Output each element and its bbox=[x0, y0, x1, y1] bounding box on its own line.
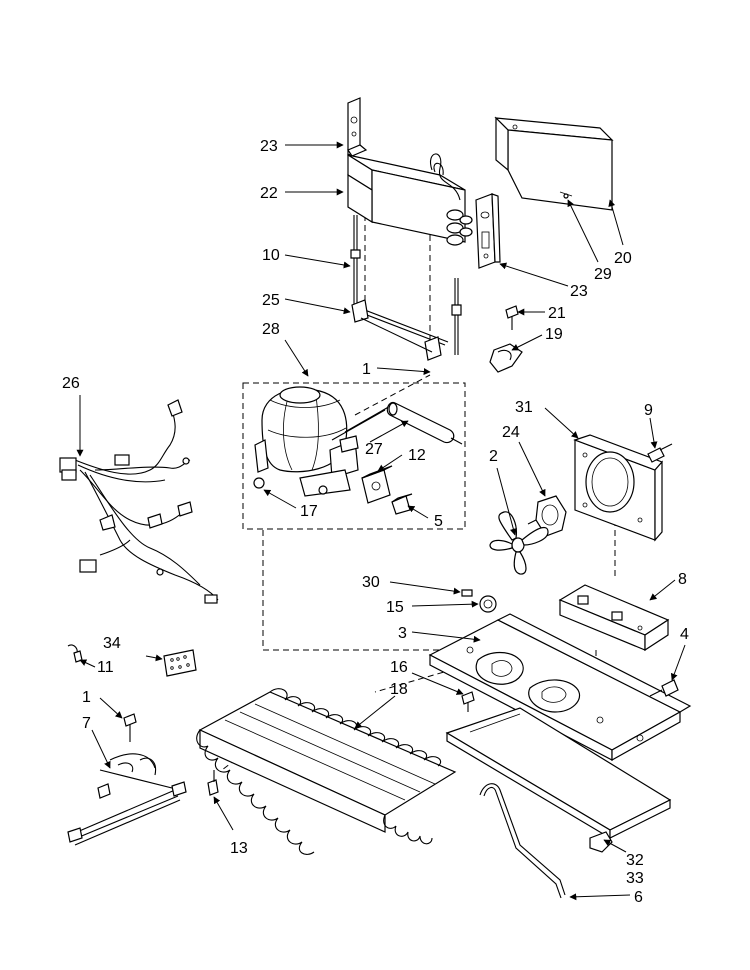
callout-6: 6 bbox=[634, 889, 643, 906]
grommet-15 bbox=[479, 595, 497, 613]
screw-lower bbox=[123, 713, 137, 742]
screw-and-clip bbox=[489, 305, 523, 373]
callout-19: 19 bbox=[545, 326, 563, 343]
bracket-8 bbox=[558, 584, 670, 652]
condenser-wiring bbox=[67, 753, 187, 846]
callout-21: 21 bbox=[548, 305, 566, 322]
callout-22: 22 bbox=[260, 185, 278, 202]
fan-shroud bbox=[573, 434, 664, 542]
callout-29: 29 bbox=[594, 266, 612, 283]
condenser bbox=[196, 688, 457, 855]
wire-harness bbox=[59, 399, 219, 604]
rod bbox=[479, 783, 566, 899]
condenser-coils bbox=[196, 688, 442, 855]
drier bbox=[386, 401, 463, 445]
callout-28: 28 bbox=[262, 321, 280, 338]
bracket-right bbox=[475, 193, 501, 269]
callout-8: 8 bbox=[678, 571, 687, 588]
base-pan bbox=[428, 613, 692, 762]
clip-13 bbox=[207, 770, 219, 796]
callout-3: 3 bbox=[398, 625, 407, 642]
screw-9 bbox=[647, 443, 673, 463]
fan-motor bbox=[527, 495, 567, 537]
callout-33: 33 bbox=[626, 870, 644, 887]
drain-pan bbox=[445, 707, 672, 853]
callout-31: 31 bbox=[515, 399, 533, 416]
callout-18: 18 bbox=[390, 681, 408, 698]
callout-23-top: 23 bbox=[260, 138, 278, 155]
spacer-30 bbox=[461, 589, 473, 597]
callout-32: 32 bbox=[626, 852, 644, 869]
relay bbox=[361, 465, 393, 504]
callout-10: 10 bbox=[262, 247, 280, 264]
relay-cover bbox=[391, 493, 413, 515]
callout-15: 15 bbox=[386, 599, 404, 616]
defrost-heater bbox=[350, 215, 462, 361]
callout-1-bottom: 1 bbox=[82, 689, 91, 706]
callout-5: 5 bbox=[434, 513, 443, 530]
compressor bbox=[253, 386, 393, 497]
callout-24: 24 bbox=[502, 424, 520, 441]
callout-4: 4 bbox=[680, 626, 689, 643]
callout-12: 12 bbox=[408, 447, 426, 464]
thermistor bbox=[67, 644, 83, 663]
callout-labels: 23 22 10 25 28 1 20 29 23 21 19 26 27 12… bbox=[62, 138, 689, 906]
callout-16: 16 bbox=[390, 659, 408, 676]
label-plate bbox=[163, 649, 197, 677]
callout-27: 27 bbox=[365, 441, 383, 458]
callout-7: 7 bbox=[82, 715, 91, 732]
callout-11: 11 bbox=[97, 659, 114, 676]
callout-25: 25 bbox=[262, 292, 280, 309]
callout-9: 9 bbox=[644, 402, 653, 419]
evaporator-assembly bbox=[347, 97, 473, 246]
callout-2: 2 bbox=[489, 448, 498, 465]
screw-4 bbox=[649, 679, 679, 697]
callout-17: 17 bbox=[300, 503, 318, 520]
callout-30: 30 bbox=[362, 574, 380, 591]
callout-1-top: 1 bbox=[362, 361, 371, 378]
callout-26: 26 bbox=[62, 375, 80, 392]
leader-lines bbox=[76, 141, 686, 901]
callout-23-right: 23 bbox=[570, 283, 588, 300]
callout-20: 20 bbox=[614, 250, 632, 267]
evaporator-cover bbox=[494, 116, 614, 211]
screw-16 bbox=[461, 691, 475, 712]
callout-13: 13 bbox=[230, 840, 248, 857]
callout-34: 34 bbox=[103, 635, 121, 652]
